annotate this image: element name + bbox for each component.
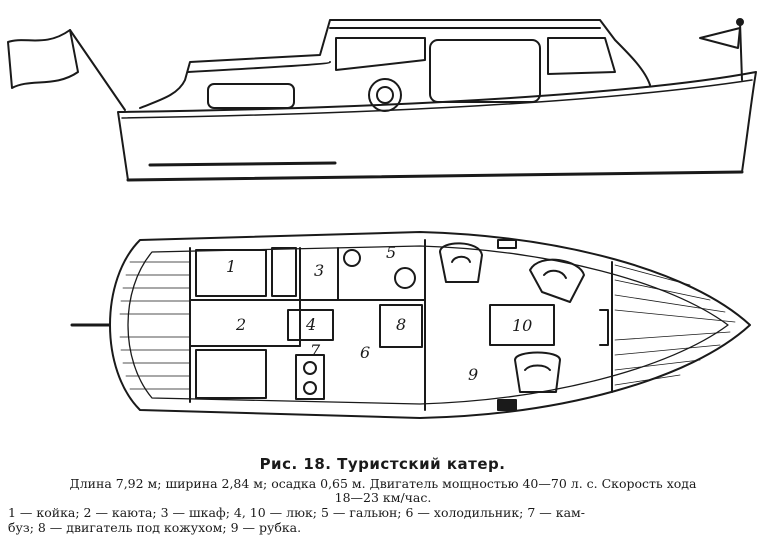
side-window-2 [335, 37, 426, 71]
figure-legend: 1 — койка; 2 — каюта; 3 — шкаф; 4, 10 — … [8, 505, 758, 535]
label-2: 2 [235, 315, 246, 334]
bow-deck [614, 264, 736, 386]
wash-basin-icon [394, 267, 416, 289]
label-6: 6 [360, 343, 370, 362]
boat-drawing: 1 2 3 4 5 6 7 8 9 10 [7, 18, 757, 419]
hull-side [117, 71, 757, 181]
seat-3 [514, 351, 561, 393]
galley-stove [295, 354, 325, 400]
label-7: 7 [310, 341, 321, 360]
locker [271, 247, 297, 297]
bunk-upper [195, 249, 267, 297]
label-10: 10 [512, 316, 532, 335]
specs-line-1: Длина 7,92 м; ширина 2,84 м; осадка 0,65… [69, 476, 697, 491]
specs-line-2: 18—23 км/час. [334, 490, 432, 505]
figure-caption-title: Рис. 18. Туристский катер. [259, 455, 506, 473]
hull-plan [109, 231, 751, 419]
toilet-icon [343, 249, 361, 267]
legend-line-1: 1 — койка; 2 — каюта; 3 — шкаф; 4, 10 — … [8, 505, 585, 520]
hatch-10 [489, 304, 555, 346]
label-8: 8 [396, 315, 406, 334]
seat-1 [439, 242, 483, 283]
legend-line-2: буз; 8 — двигатель под кожухом; 9 — рубк… [8, 520, 302, 535]
engine-box [379, 304, 423, 348]
stern-deck [119, 261, 191, 390]
plan-labels: 1 2 3 4 5 6 7 8 9 10 [226, 243, 532, 384]
stern-flag [7, 29, 79, 89]
label-5: 5 [386, 243, 396, 262]
flag-pole [69, 29, 126, 111]
label-9: 9 [468, 365, 478, 384]
seat-2 [529, 258, 585, 303]
bow-pennant [699, 27, 741, 49]
deckhouse [139, 19, 651, 109]
bunk-lower [195, 349, 267, 399]
life-buoy-icon [368, 78, 402, 112]
plan-view [70, 231, 751, 419]
label-4: 4 [305, 315, 316, 334]
side-window-1 [207, 83, 295, 109]
side-door-window [429, 39, 541, 103]
side-view [7, 18, 757, 182]
figure-specs: Длина 7,92 м; ширина 2,84 м; осадка 0,65… [8, 477, 758, 505]
label-1: 1 [226, 257, 236, 276]
front-window [547, 37, 616, 75]
label-3: 3 [314, 261, 324, 280]
hatch-4 [287, 309, 334, 341]
